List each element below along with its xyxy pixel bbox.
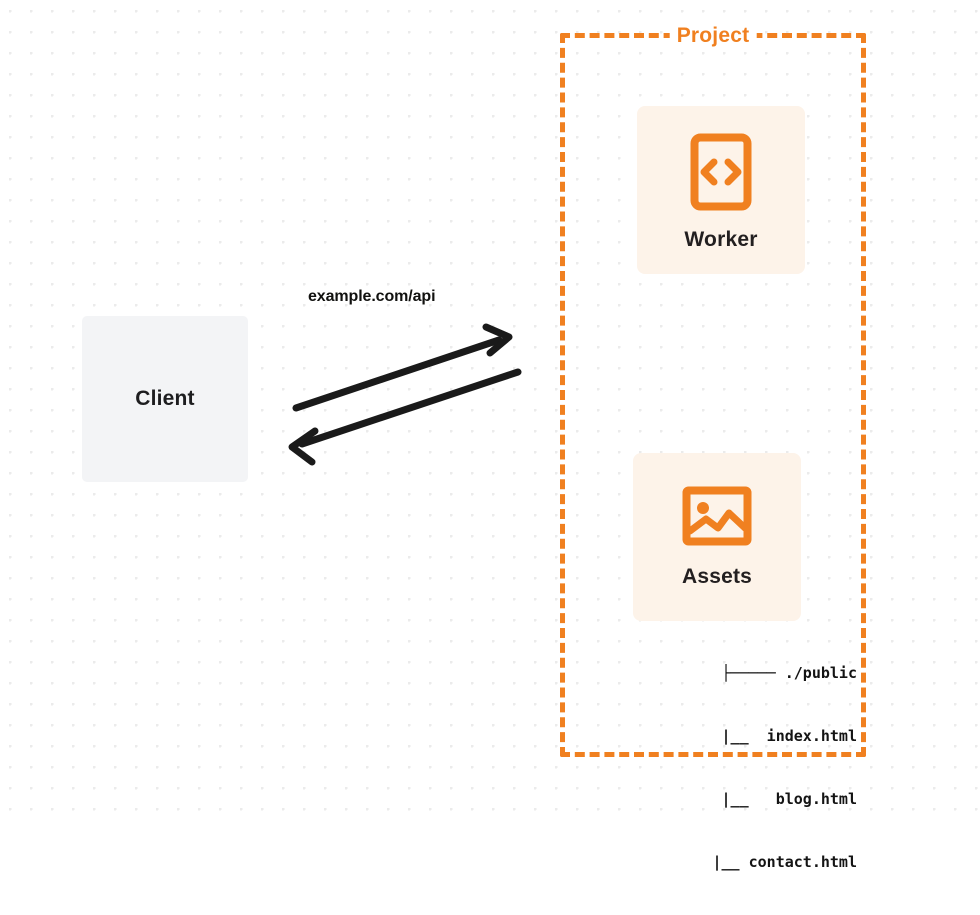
code-brackets-icon xyxy=(690,133,752,211)
connection-label: example.com/api xyxy=(308,288,436,305)
project-title: Project xyxy=(669,24,757,48)
image-icon xyxy=(682,486,752,546)
diagram-canvas: Client example.com/api Project Worker xyxy=(0,0,980,871)
file-tree-row: ├───── ./public xyxy=(721,664,857,682)
assets-label: Assets xyxy=(681,565,753,588)
file-tree-row: |__ blog.html xyxy=(658,790,857,808)
file-tree-row: |__ contact.html xyxy=(649,853,857,871)
project-container: Project Worker Assets ├───── ./public |_… xyxy=(560,24,866,871)
client-label: Client xyxy=(135,387,195,410)
assets-card[interactable]: Assets xyxy=(633,453,801,621)
client-node: Client xyxy=(82,316,248,482)
file-tree-row: |__ index.html xyxy=(658,727,857,745)
worker-label: Worker xyxy=(684,228,758,251)
response-arrow xyxy=(288,368,522,466)
file-tree: ├───── ./public |__ index.html |__ blog.… xyxy=(609,621,857,915)
worker-card[interactable]: Worker xyxy=(637,106,805,274)
request-arrow xyxy=(292,323,513,412)
